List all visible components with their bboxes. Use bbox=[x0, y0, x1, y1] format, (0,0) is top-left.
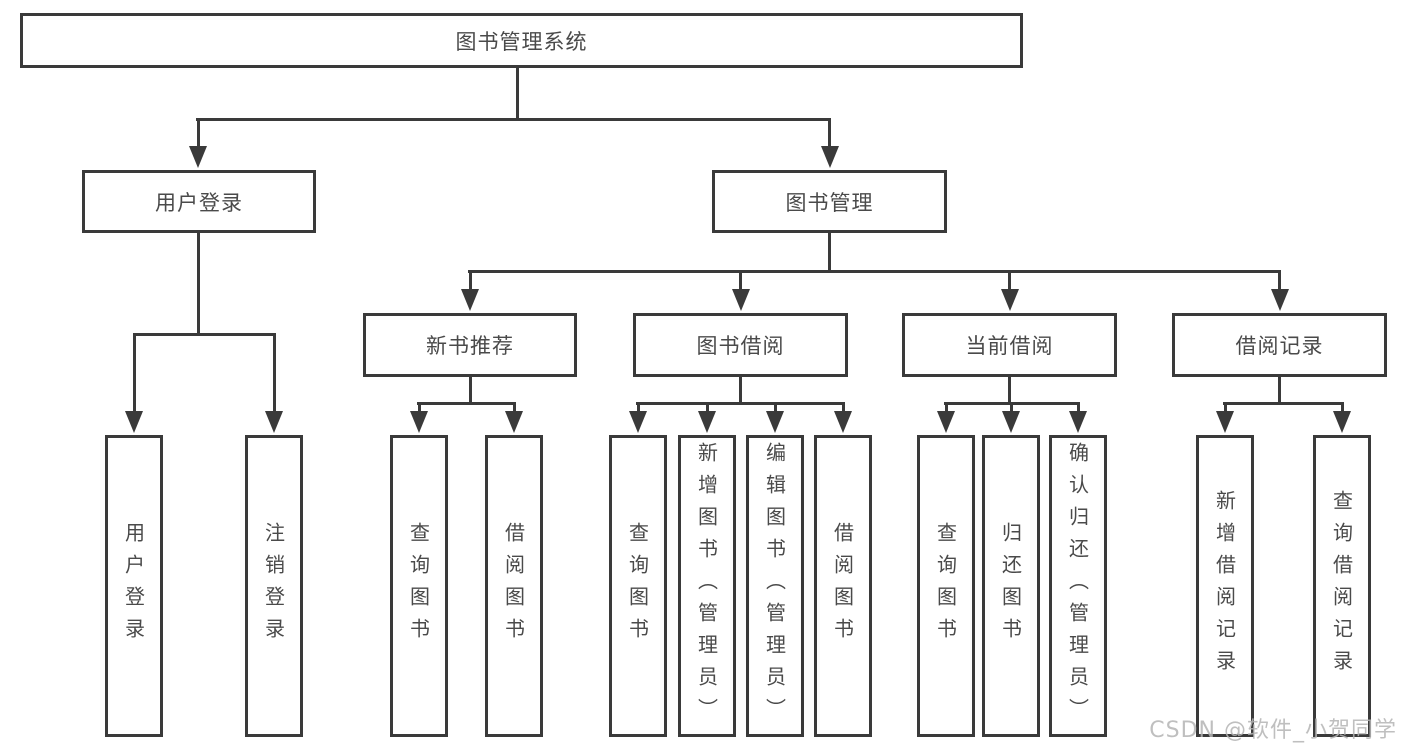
arrowhead-down-icon bbox=[629, 411, 647, 433]
leaf-newbook-borrow-books: 借阅图书 bbox=[485, 435, 543, 737]
node-label: 借阅图书 bbox=[830, 522, 855, 650]
node-label: 归还图书 bbox=[998, 522, 1023, 650]
node-label: 图书管理 bbox=[785, 190, 874, 215]
csdn-watermark: CSDN @软件_小贺同学 bbox=[1149, 718, 1397, 743]
arrowhead-down-icon bbox=[1002, 411, 1020, 433]
connector-stub-leaf bbox=[637, 402, 640, 413]
connector-level2-branch bbox=[196, 118, 831, 121]
connector-root-trunk bbox=[516, 68, 519, 121]
connector-stub-borrow-records bbox=[1278, 270, 1281, 293]
node-label: 查询图书 bbox=[625, 522, 650, 650]
node-label: 查询图书 bbox=[406, 522, 431, 650]
arrowhead-down-icon bbox=[834, 411, 852, 433]
connector-stub-leaf bbox=[1010, 402, 1013, 413]
arrowhead-down-icon bbox=[265, 411, 283, 433]
leaf-current-return-books: 归还图书 bbox=[982, 435, 1040, 737]
connector-stub-leaf bbox=[418, 402, 421, 413]
arrowhead-down-icon bbox=[505, 411, 523, 433]
connector-stub-leaf bbox=[1341, 402, 1344, 413]
arrowhead-down-icon bbox=[1271, 289, 1289, 311]
arrowhead-down-icon bbox=[821, 146, 839, 168]
connector-stub-leaf bbox=[1077, 402, 1080, 413]
leaf-logout: 注销登录 bbox=[245, 435, 303, 737]
connector-stub-leaf bbox=[706, 402, 709, 413]
node-user-login: 用户登录 bbox=[82, 170, 316, 233]
arrowhead-down-icon bbox=[732, 289, 750, 311]
leaf-records-query-record: 查询借阅记录 bbox=[1313, 435, 1371, 737]
node-borrow-records: 借阅记录 bbox=[1172, 313, 1387, 377]
connector-current-borrow-trunk bbox=[1008, 377, 1011, 404]
node-label: 确认归还（管理员） bbox=[1065, 442, 1090, 730]
arrowhead-down-icon bbox=[189, 146, 207, 168]
arrowhead-down-icon bbox=[937, 411, 955, 433]
connector-stub-current-borrow bbox=[1008, 270, 1011, 293]
node-label: 新书推荐 bbox=[426, 334, 514, 358]
connector-user-login-trunk bbox=[197, 233, 200, 335]
node-label: 图书借阅 bbox=[696, 334, 785, 358]
connector-stub-book-management bbox=[828, 118, 831, 150]
node-book-management: 图书管理 bbox=[712, 170, 947, 233]
leaf-borrow-query-books: 查询图书 bbox=[609, 435, 667, 737]
connector-stub-book-borrow bbox=[739, 270, 742, 293]
arrowhead-down-icon bbox=[1069, 411, 1087, 433]
node-label: 图书管理系统 bbox=[455, 29, 588, 54]
leaf-borrow-edit-books-admin: 编辑图书（管理员） bbox=[746, 435, 804, 737]
node-label: 借阅记录 bbox=[1235, 334, 1324, 358]
leaf-records-add-record: 新增借阅记录 bbox=[1196, 435, 1254, 737]
node-book-borrow: 图书借阅 bbox=[633, 313, 848, 377]
node-current-borrow: 当前借阅 bbox=[902, 313, 1117, 377]
connector-stub-new-book bbox=[469, 270, 472, 293]
node-label: 新增图书（管理员） bbox=[694, 442, 719, 730]
connector-new-book-branch bbox=[417, 402, 516, 405]
connector-stub-leaf bbox=[513, 402, 516, 413]
node-label: 新增借阅记录 bbox=[1212, 490, 1237, 682]
arrowhead-down-icon bbox=[1001, 289, 1019, 311]
connector-stub-leaf bbox=[842, 402, 845, 413]
leaf-newbook-query-books: 查询图书 bbox=[390, 435, 448, 737]
connector-stub-leaf bbox=[1224, 402, 1227, 413]
node-label: 用户登录 bbox=[121, 522, 146, 650]
connector-stub-leaf bbox=[774, 402, 777, 413]
leaf-current-confirm-return-admin: 确认归还（管理员） bbox=[1049, 435, 1107, 737]
connector-borrow-records-trunk bbox=[1278, 377, 1281, 404]
node-new-book-recommend: 新书推荐 bbox=[363, 313, 577, 377]
node-label: 查询借阅记录 bbox=[1329, 490, 1354, 682]
arrowhead-down-icon bbox=[1216, 411, 1234, 433]
node-label: 编辑图书（管理员） bbox=[762, 442, 787, 730]
connector-book-borrow-branch bbox=[636, 402, 845, 405]
node-root: 图书管理系统 bbox=[20, 13, 1023, 68]
arrowhead-down-icon bbox=[766, 411, 784, 433]
node-label: 注销登录 bbox=[261, 522, 286, 650]
arrowhead-down-icon bbox=[461, 289, 479, 311]
arrowhead-down-icon bbox=[1333, 411, 1351, 433]
connector-book-management-trunk bbox=[828, 233, 831, 272]
arrowhead-down-icon bbox=[698, 411, 716, 433]
connector-stub-leaf bbox=[133, 333, 136, 413]
connector-book-borrow-trunk bbox=[739, 377, 742, 404]
connector-stub-user-login bbox=[197, 118, 200, 150]
node-label: 当前借阅 bbox=[965, 334, 1054, 358]
connector-borrow-records-branch bbox=[1223, 402, 1344, 405]
node-label: 查询图书 bbox=[933, 522, 958, 650]
leaf-borrow-borrow-books: 借阅图书 bbox=[814, 435, 872, 737]
leaf-borrow-add-books-admin: 新增图书（管理员） bbox=[678, 435, 736, 737]
leaf-current-query-books: 查询图书 bbox=[917, 435, 975, 737]
connector-stub-leaf bbox=[273, 333, 276, 413]
node-label: 借阅图书 bbox=[501, 522, 526, 650]
connector-user-login-branch bbox=[133, 333, 276, 336]
connector-level3-branch bbox=[468, 270, 1281, 273]
arrowhead-down-icon bbox=[410, 411, 428, 433]
connector-new-book-trunk bbox=[469, 377, 472, 404]
node-label: 用户登录 bbox=[155, 190, 243, 215]
leaf-user-login: 用户登录 bbox=[105, 435, 163, 737]
arrowhead-down-icon bbox=[125, 411, 143, 433]
connector-stub-leaf bbox=[945, 402, 948, 413]
